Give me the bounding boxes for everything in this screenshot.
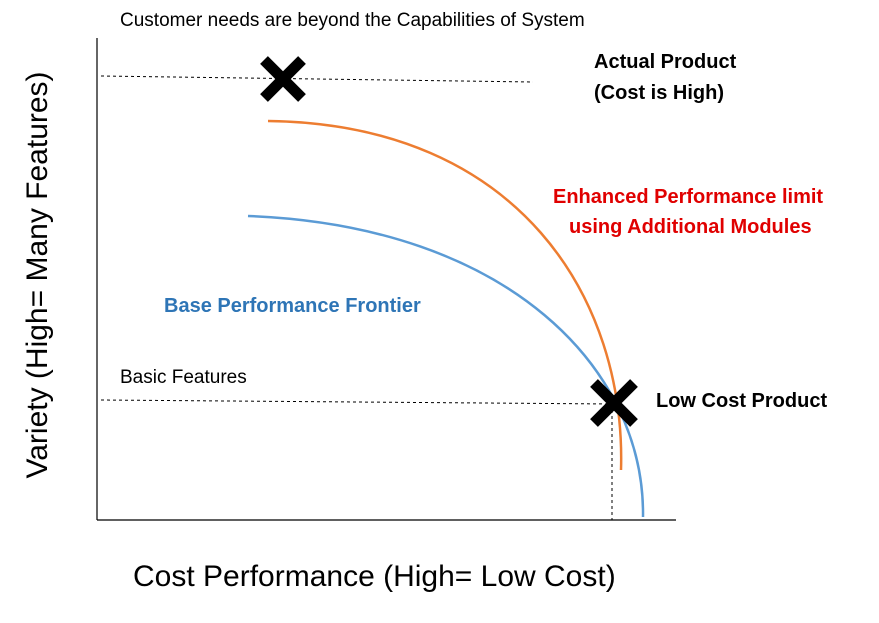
enhanced-limit-label-line2: using Additional Modules [569,216,812,238]
customer-needs-note: Customer needs are beyond the Capabiliti… [120,10,585,31]
base-frontier-label: Base Performance Frontier [164,295,421,317]
actual-product-label: Actual Product [594,51,737,73]
x-axis-label: Cost Performance (High= Low Cost) [133,560,616,593]
base-performance-frontier-curve [247,214,645,518]
actual-product-guide-line [100,75,534,83]
enhanced-limit-label-line1: Enhanced Performance limit [553,186,824,208]
basic-features-guide-line [100,399,613,405]
actual-product-marker [260,56,306,102]
actual-product-cost-label: (Cost is High) [594,82,724,104]
basic-features-label: Basic Features [120,367,247,388]
low-cost-product-label: Low Cost Product [656,390,828,412]
low-cost-product-marker [590,379,638,427]
y-axis-label: Variety (High= Many Features) [21,71,54,479]
